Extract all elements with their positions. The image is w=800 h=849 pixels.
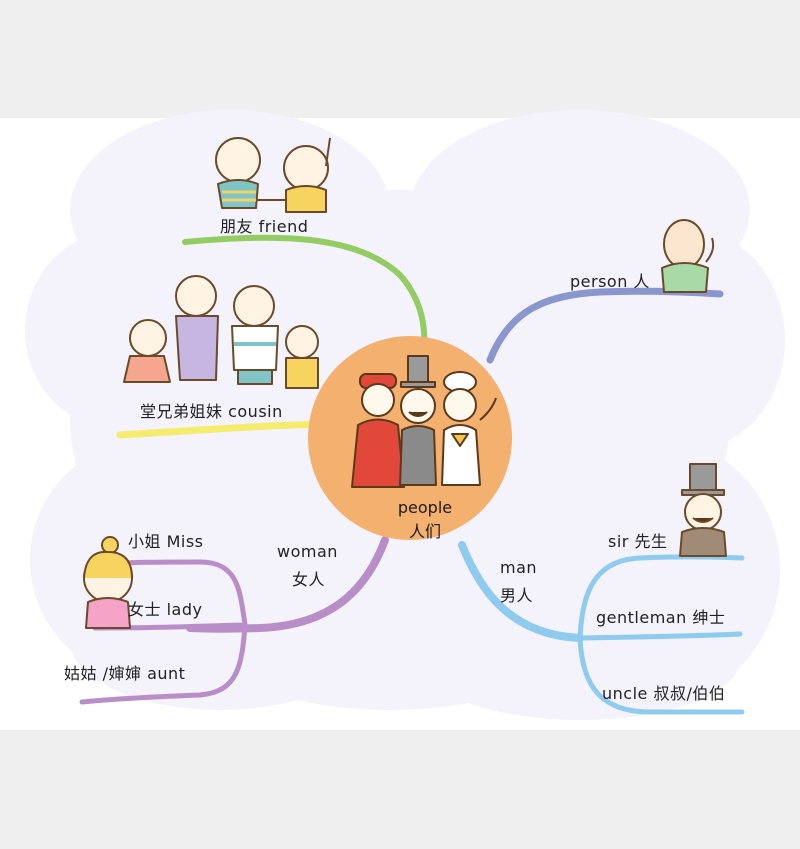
label-uncle: uncle 叔叔/伯伯 — [602, 684, 726, 703]
branch-gentleman — [577, 631, 743, 641]
branch-sir — [577, 554, 745, 641]
label-aunt: 姑姑 /婶婶 aunt — [64, 664, 186, 683]
branch-man — [458, 541, 584, 642]
center-people-illustration — [351, 355, 497, 488]
cousin-illustration — [123, 275, 319, 389]
label-man-zh: 男人 — [500, 586, 534, 605]
branch-friend — [182, 234, 428, 363]
label-sir: sir 先生 — [608, 532, 668, 551]
person-illustration — [661, 219, 715, 293]
branch-miss — [117, 559, 248, 628]
label-cousin: 堂兄弟姐妹 cousin — [140, 402, 283, 421]
label-woman-zh: 女人 — [292, 570, 326, 589]
miss-illustration — [83, 536, 133, 629]
center-title-zh: 人们 — [408, 522, 441, 541]
branch-woman — [186, 536, 389, 633]
label-friend: 朋友 friend — [220, 217, 309, 236]
label-man-en: man — [500, 558, 538, 577]
branch-uncle — [577, 635, 745, 715]
center-title-en: people — [397, 498, 453, 517]
label-woman-en: woman — [277, 542, 338, 561]
branch-aunt — [79, 622, 248, 705]
label-person: person 人 — [570, 272, 650, 291]
label-gentleman: gentleman 绅士 — [596, 608, 726, 627]
branch-cousin — [116, 420, 334, 439]
label-lady: 女士 lady — [128, 600, 203, 619]
friend-illustration — [215, 137, 331, 213]
sir-illustration — [679, 463, 727, 557]
label-miss: 小姐 Miss — [128, 532, 204, 551]
